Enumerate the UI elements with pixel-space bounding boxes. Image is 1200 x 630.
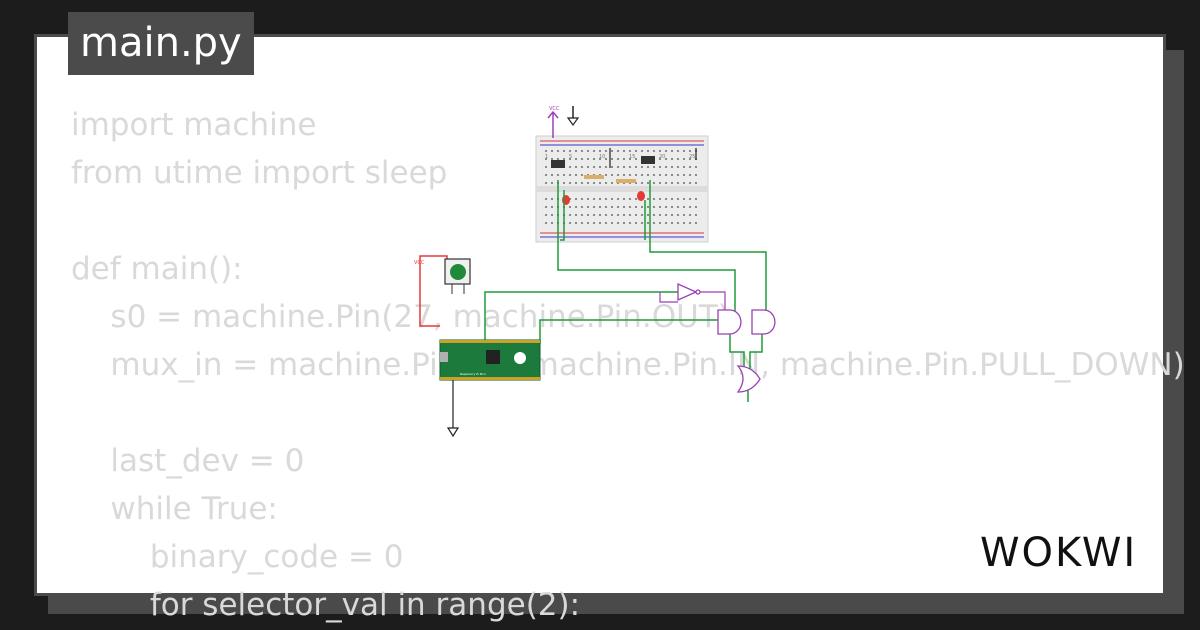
breadboard-number: 10: [599, 154, 605, 160]
code-line: import machine: [71, 107, 317, 143]
raspberry-pi-pico: Raspberry Pi Pico: [439, 339, 541, 381]
led-red: [562, 195, 570, 205]
svg-text:VCC: VCC: [549, 106, 560, 112]
raspberry-logo-icon: [514, 352, 526, 364]
svg-text:Raspberry Pi Pico: Raspberry Pi Pico: [460, 372, 486, 376]
logic-gates: [677, 282, 776, 393]
code-line: def main():: [71, 251, 243, 287]
code-line: binary_code = 0: [71, 539, 404, 575]
or-gate: [736, 365, 761, 393]
svg-text:VCC: VCC: [414, 260, 425, 266]
breadboard-number: 5: [569, 154, 572, 160]
slide-switch[interactable]: [641, 156, 655, 164]
and-gate: [717, 309, 742, 335]
wires-green: [484, 180, 767, 402]
wires-red: [419, 255, 448, 327]
resistor: [616, 179, 636, 183]
slide-switch[interactable]: [551, 160, 565, 168]
breadboard: 1 5 10 15 20 25: [535, 135, 709, 243]
and-gate: [751, 309, 776, 335]
file-tab[interactable]: main.py: [68, 12, 254, 75]
resistor: [584, 175, 604, 179]
breadboard-number: 20: [659, 154, 665, 160]
code-line: last_dev = 0: [71, 443, 305, 479]
vcc-symbol: VCC: [547, 106, 560, 138]
code-line: s0 = machine.Pin(27, machine.Pin.OUT): [71, 299, 730, 335]
svg-text:WOKWI: WOKWI: [980, 530, 1137, 576]
push-button[interactable]: [444, 258, 471, 294]
code-preview: import machine from utime import sleep d…: [71, 101, 1185, 629]
code-line: for selector_val in range(2):: [71, 587, 581, 623]
not-gate: [677, 282, 698, 302]
vcc-symbol-left: VCC: [414, 260, 425, 266]
ground-symbol: [566, 106, 580, 127]
led-red: [637, 191, 645, 201]
code-line: while True:: [71, 491, 278, 527]
button-cap: [450, 264, 466, 280]
wires-purple: [659, 291, 726, 310]
project-card: import machine from utime import sleep d…: [34, 34, 1185, 623]
code-line: from utime import sleep: [71, 155, 448, 191]
breadboard-number: 1: [545, 154, 548, 160]
breadboard-number: 25: [689, 154, 695, 160]
wires-black: [609, 148, 697, 168]
wokwi-logo: WOKWI: [980, 530, 1137, 576]
ground-symbol: [446, 380, 460, 438]
breadboard-number: 15: [629, 154, 635, 160]
